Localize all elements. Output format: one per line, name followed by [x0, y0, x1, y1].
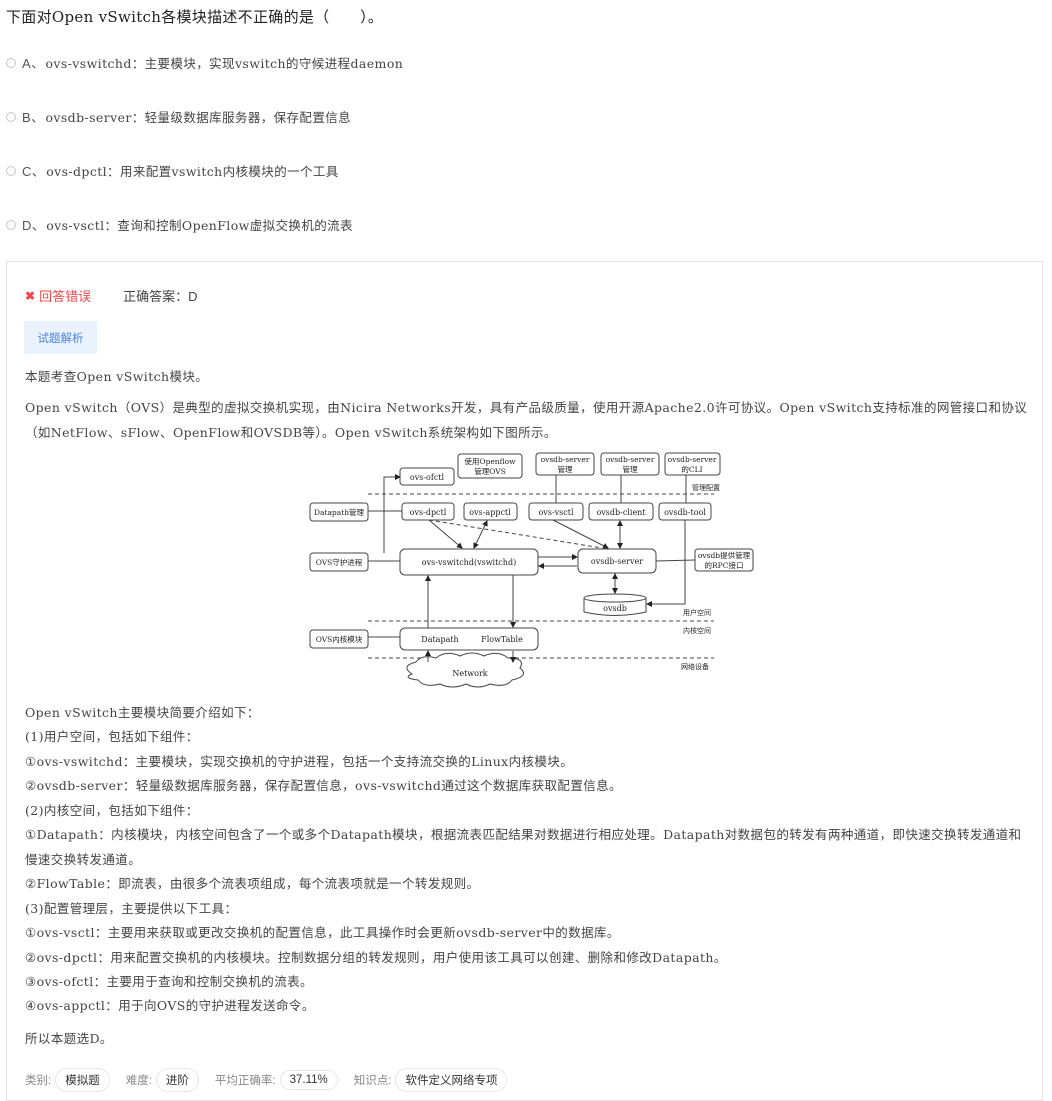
callout-text: 管理: [623, 464, 638, 474]
close-icon: ✖: [25, 288, 36, 303]
category-label: 类别:: [25, 1075, 52, 1087]
result-row: ✖ 回答错误 正确答案：D: [25, 286, 197, 305]
topic-badge[interactable]: 软件定义网络专项: [395, 1068, 508, 1092]
box-flowtable: FlowTable: [481, 635, 523, 644]
difficulty-label: 难度:: [125, 1075, 152, 1087]
analysis-line: ②FlowTable：即流表，由很多个流表项组成，每个流表项就是一个转发规则。: [25, 876, 480, 891]
analysis-line: ③ovs-ofctl：主要用于查询和控制交换机的流表。: [25, 974, 313, 989]
analysis-line: (3)配置管理层，主要提供以下工具：: [25, 901, 238, 916]
tab-analysis[interactable]: 试题解析: [24, 321, 97, 354]
option-text: ovs-dpctl：用来配置vswitch内核模块的一个工具: [46, 164, 339, 179]
radio-a[interactable]: [6, 57, 16, 68]
callout-text: 的CLI: [681, 464, 702, 474]
option-b[interactable]: B、 ovsdb-server：轻量级数据库服务器，保存配置信息: [6, 107, 351, 126]
analysis-line: ①Datapath：内核模块，内核空间包含了一个或多个Datapath模块，根据…: [25, 827, 1022, 867]
option-text: ovs-vsctl：查询和控制OpenFlow虚拟交换机的流表: [46, 218, 353, 233]
box-ovs-ofctl: ovs-ofctl: [410, 473, 445, 482]
option-letter: B、: [22, 110, 45, 125]
option-letter: D、: [22, 218, 46, 233]
analysis-paragraph: Open vSwitch（OVS）是典型的虚拟交换机实现，由Nicira Net…: [25, 400, 1028, 440]
analysis-intro: 本题考查Open vSwitch模块。: [25, 369, 209, 384]
callout-text: Datapath管理: [314, 507, 365, 517]
analysis-line: ①ovs-vsctl：主要用来获取或更改交换机的配置信息，此工具操作时会更新ov…: [25, 925, 620, 940]
analysis-line: (1)用户空间，包括如下组件：: [25, 729, 199, 744]
analysis-panel: ✖ 回答错误 正确答案：D 试题解析 本题考查Open vSwitch模块。 O…: [6, 261, 1043, 1101]
topic-label: 知识点:: [353, 1075, 392, 1087]
wrong-status: ✖ 回答错误: [25, 286, 91, 305]
correct-answer-value: D: [188, 289, 198, 304]
callout-text: ovsdb-server: [541, 455, 590, 464]
radio-c[interactable]: [6, 165, 16, 176]
option-letter: C、: [22, 164, 46, 179]
layer-label: 用户空间: [683, 608, 711, 617]
question-meta: 类别: 模拟题 难度: 进阶 平均正确率: 37.11% 知识点: 软件定义网络…: [25, 1068, 523, 1092]
box-ovsdb-client: ovsdb-client: [596, 508, 646, 517]
callout-text: 管理OVS: [474, 466, 506, 476]
callout-text: 的RPC接口: [705, 560, 744, 570]
category-badge: 模拟题: [55, 1068, 110, 1092]
callout-text: 使用Openflow: [464, 456, 516, 466]
layer-label: 内核空间: [683, 626, 711, 635]
analysis-line: ①ovs-vswitchd：主要模块，实现交换机的守护进程，包括一个支持流交换的…: [25, 754, 574, 769]
callout-text: OVS守护进程: [316, 557, 363, 567]
box-ovs-appctl: ovs-appctl: [469, 508, 511, 517]
option-a[interactable]: A、 ovs-vswitchd：主要模块，实现vswitch的守候进程daemo…: [6, 53, 403, 72]
callout-text: ovsdb-server: [606, 455, 655, 464]
callout-text: ovsdb-server: [668, 455, 717, 464]
question-text: 下面对Open vSwitch各模块描述不正确的是（ ）。: [6, 8, 384, 26]
option-c[interactable]: C、 ovs-dpctl：用来配置vswitch内核模块的一个工具: [6, 161, 339, 180]
analysis-line: ②ovs-dpctl：用来配置交换机的内核模块。控制数据分组的转发规则，用户使用…: [25, 950, 727, 965]
analysis-line: Open vSwitch主要模块简要介绍如下：: [25, 705, 260, 720]
box-ovsdb-server: ovsdb-server: [591, 557, 643, 566]
radio-d[interactable]: [6, 219, 16, 230]
network-cloud: Network: [452, 669, 487, 678]
box-ovs-vswitchd: ovs-vswitchd(vswitchd): [422, 558, 516, 567]
ovs-architecture-diagram: ovs-ofctl ovs-dpctl ovs-appctl ovs-vsctl…: [309, 452, 754, 688]
option-d[interactable]: D、 ovs-vsctl：查询和控制OpenFlow虚拟交换机的流表: [6, 215, 353, 234]
callout-text: OVS内核模块: [316, 634, 363, 644]
analysis-conclusion: 所以本题选D。: [25, 1031, 113, 1046]
difficulty-badge: 进阶: [155, 1068, 199, 1092]
layer-label: 管理配置: [692, 483, 720, 492]
accuracy-badge: 37.11%: [279, 1070, 338, 1090]
radio-b[interactable]: [6, 111, 16, 122]
analysis-line: ④ovs-appctl：用于向OVS的守护进程发送命令。: [25, 998, 315, 1013]
callout-text: ovsdb提供管理: [698, 550, 751, 560]
callout-text: 管理: [558, 464, 573, 474]
option-text: ovs-vswitchd：主要模块，实现vswitch的守候进程daemon: [45, 56, 404, 71]
analysis-line: (2)内核空间，包括如下组件：: [25, 803, 199, 818]
option-text: ovsdb-server：轻量级数据库服务器，保存配置信息: [45, 110, 352, 125]
box-datapath: Datapath: [421, 635, 458, 644]
box-ovsdb: ovsdb: [603, 604, 627, 613]
box-ovs-dpctl: ovs-dpctl: [410, 508, 447, 517]
correct-answer-label: 正确答案：: [123, 289, 189, 304]
status-text: 回答错误: [39, 289, 92, 304]
option-letter: A、: [22, 56, 45, 71]
accuracy-label: 平均正确率:: [214, 1075, 276, 1087]
box-ovs-vsctl: ovs-vsctl: [538, 508, 573, 517]
correct-answer: 正确答案：D: [123, 286, 197, 305]
analysis-line: ②ovsdb-server：轻量级数据库服务器，保存配置信息，ovs-vswit…: [25, 778, 622, 793]
box-ovsdb-tool: ovsdb-tool: [664, 508, 706, 517]
layer-label: 网络设备: [681, 662, 709, 671]
